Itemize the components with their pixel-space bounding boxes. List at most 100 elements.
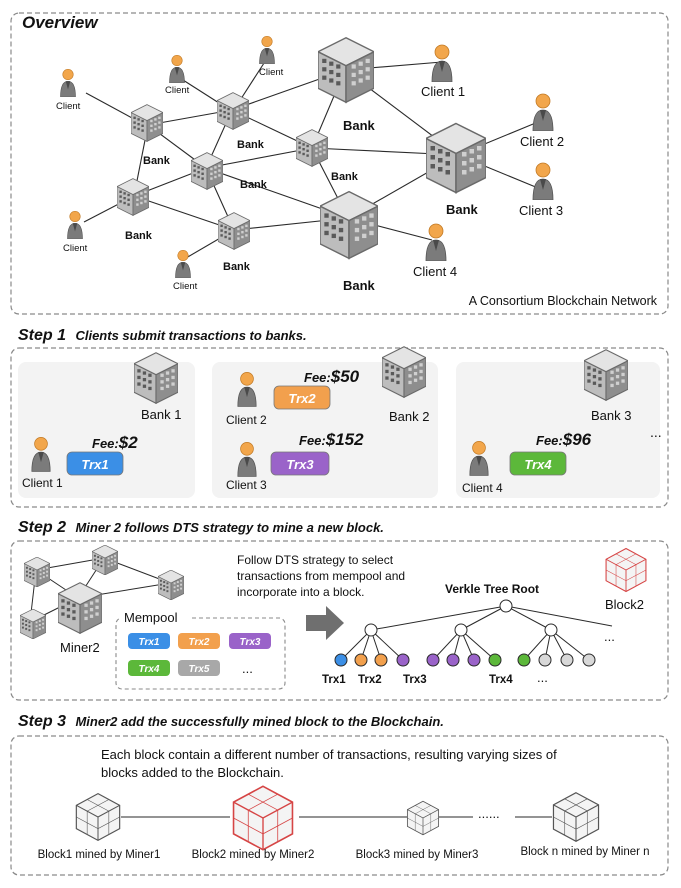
tree-leaf-trx3 — [467, 653, 481, 667]
step3-description: blocks added to the Blockchain. — [101, 765, 284, 780]
tree-root-label: Verkle Tree Root — [445, 582, 539, 596]
bank-label: Bank — [446, 202, 479, 217]
tree-leaf-trx3 — [426, 653, 440, 667]
step3-description: Each block contain a different number of… — [101, 747, 557, 762]
tree-internal-node — [544, 623, 558, 637]
tree-leaf-trx4 — [488, 653, 502, 667]
block3-cube-icon — [406, 800, 440, 836]
bank-label: Bank — [143, 155, 171, 167]
leaf-label-trx2: Trx2 — [358, 674, 382, 686]
node-icon — [20, 609, 46, 639]
bank-icon — [584, 349, 628, 401]
blockn-cube-icon — [552, 792, 600, 842]
client-label: Client — [259, 67, 284, 78]
client4-label: Client 4 — [413, 264, 457, 279]
mempool-trx3 — [229, 633, 271, 649]
bank3-panel — [456, 362, 660, 498]
step2-heading: Step 2 Miner 2 follows DTS strategy to m… — [18, 519, 384, 536]
client-icon — [259, 35, 275, 64]
chain-gap: ...... — [478, 806, 500, 821]
mempool-trx1 — [128, 633, 170, 649]
bank-icon — [134, 352, 178, 404]
bank-icon — [131, 104, 163, 142]
client3-label: Client 3 — [519, 203, 563, 218]
bank2-label: Bank 2 — [389, 409, 429, 424]
client-icon — [532, 93, 554, 131]
step1-title: Clients submit transactions to banks. — [75, 328, 306, 343]
tree-leaf-other — [560, 653, 574, 667]
block2-cube-icon — [605, 547, 647, 593]
step3-section: Step 3 Miner2 add the successfully mined… — [10, 713, 669, 876]
bank1-label: Bank 1 — [141, 407, 181, 422]
bank-label: Bank — [240, 179, 268, 191]
bank-icon — [320, 190, 378, 260]
tree-leaf-trx3 — [446, 653, 460, 667]
bank-icon — [191, 152, 223, 190]
mempool-box — [115, 617, 286, 690]
fee3-label: Fee:$152 — [299, 430, 364, 449]
trx3-chip — [270, 451, 330, 476]
tree-edges — [340, 605, 613, 661]
bank-icon — [426, 122, 486, 194]
dts-description-line: transactions from mempool and — [237, 569, 405, 583]
more-ellipsis: ... — [650, 424, 662, 440]
tree-leaf-other — [538, 653, 552, 667]
leaf-label-trx1: Trx1 — [322, 674, 346, 686]
step2-title: Miner 2 follows DTS strategy to mine a n… — [75, 520, 383, 535]
block2-label: Block2 — [605, 597, 644, 612]
client-icon — [60, 68, 76, 97]
mempool-trx4-label: Trx4 — [139, 664, 160, 675]
mempool-trx5 — [178, 660, 220, 676]
client-icon — [532, 162, 554, 200]
step3-title: Miner2 add the successfully mined block … — [75, 714, 443, 729]
step3-number: Step 3 — [18, 713, 66, 730]
bank-label: Bank — [237, 139, 265, 151]
client-label: Client — [56, 101, 81, 112]
bank-icon — [296, 129, 328, 167]
client2-label: Client 2 — [226, 413, 267, 427]
mempool-trx4 — [128, 660, 170, 676]
dts-description-line: Follow DTS strategy to select — [237, 553, 394, 567]
arrow-right-icon — [306, 606, 344, 640]
bank-label: Bank — [223, 261, 251, 273]
bank-label: Bank — [125, 230, 153, 242]
step2-number: Step 2 — [18, 519, 66, 536]
dts-description-line: incorporate into a block. — [237, 585, 364, 599]
node-icon — [92, 545, 118, 575]
tree-leaf-trx2 — [354, 653, 368, 667]
trx1-label: Trx1 — [81, 457, 108, 472]
client1-label: Client 1 — [22, 476, 63, 490]
fee4-label: Fee:$96 — [536, 430, 592, 449]
miner-icon — [58, 582, 102, 634]
client-label: Client — [173, 281, 198, 292]
tree-leaf-trx4 — [517, 653, 531, 667]
mempool-trx1-label: Trx1 — [139, 637, 160, 648]
block2-caption: Block2 mined by Miner2 — [192, 849, 315, 861]
tree-internal-node — [364, 623, 378, 637]
tree-more: ... — [604, 629, 615, 644]
bank-label: Bank — [343, 118, 376, 133]
bank-icon — [217, 92, 249, 130]
mempool-trx5-label: Trx5 — [189, 664, 210, 675]
step1-section: Step 1 Clients submit transactions to ba… — [10, 327, 669, 508]
leaf-more: ... — [537, 670, 548, 685]
mempool-trx2-label: Trx2 — [189, 637, 210, 648]
client-label: Client — [165, 85, 190, 96]
mempool-trx2 — [178, 633, 220, 649]
tree-leaf-trx1 — [334, 653, 348, 667]
leaf-label-trx4: Trx4 — [489, 674, 513, 686]
bank-icon — [117, 178, 149, 216]
bank-icon — [318, 37, 374, 103]
trx2-label: Trx2 — [288, 391, 316, 406]
fee2-label: Fee:$50 — [304, 367, 360, 386]
client-icon — [425, 223, 447, 261]
mempool-label: Mempool — [124, 610, 178, 625]
leaf-label-trx3: Trx3 — [403, 674, 427, 686]
block2-cube-icon — [232, 785, 294, 851]
overview-heading: Overview — [22, 13, 99, 32]
block3-caption: Block3 mined by Miner3 — [356, 849, 479, 861]
bank2-panel — [212, 362, 438, 498]
step1-heading: Step 1 Clients submit transactions to ba… — [18, 327, 307, 344]
bank3-label: Bank 3 — [591, 408, 631, 423]
